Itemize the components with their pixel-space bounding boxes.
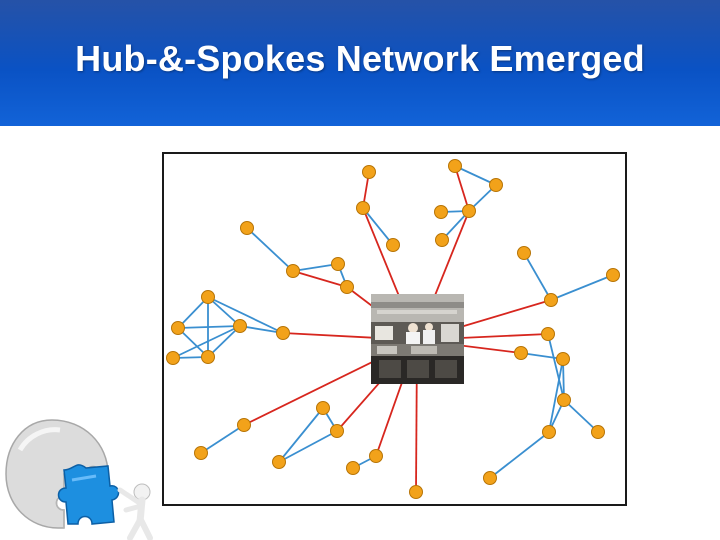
network-node	[434, 205, 448, 219]
title-bar: Hub-&-Spokes Network Emerged	[0, 0, 720, 126]
network-node	[171, 321, 185, 335]
network-node	[462, 204, 476, 218]
network-node	[240, 221, 254, 235]
cluster-edge	[246, 227, 294, 272]
cluster-edge	[563, 399, 599, 433]
hub-spoke-edge	[292, 270, 348, 288]
network-node	[591, 425, 605, 439]
network-node	[340, 280, 354, 294]
network-node	[544, 293, 558, 307]
cluster-edge	[278, 407, 324, 463]
cluster-edge	[177, 325, 241, 329]
hub-spoke-edge	[454, 165, 470, 212]
network-node	[233, 319, 247, 333]
network-node	[369, 449, 383, 463]
cluster-edge	[548, 358, 564, 433]
network-node	[286, 264, 300, 278]
network-node	[346, 461, 360, 475]
network-node	[362, 165, 376, 179]
cluster-edge	[547, 333, 565, 401]
network-node	[483, 471, 497, 485]
network-node	[435, 233, 449, 247]
cluster-edge	[172, 325, 241, 359]
cluster-edge	[362, 207, 394, 246]
hub-kitchen-photo	[371, 294, 464, 384]
network-node	[514, 346, 528, 360]
network-node	[237, 418, 251, 432]
network-node	[201, 350, 215, 364]
cluster-edge	[207, 325, 241, 358]
network-node	[409, 485, 423, 499]
network-node	[276, 326, 290, 340]
cluster-edge	[454, 165, 497, 186]
puzzle-figure-icon	[5, 419, 153, 540]
cluster-edge	[550, 274, 614, 301]
network-node	[541, 327, 555, 341]
network-node	[316, 401, 330, 415]
cluster-edge	[523, 252, 552, 301]
network-node	[542, 425, 556, 439]
network-node	[356, 201, 370, 215]
network-node	[448, 159, 462, 173]
cluster-edge	[239, 325, 284, 334]
network-node	[166, 351, 180, 365]
cluster-edge	[207, 296, 241, 327]
network-node	[489, 178, 503, 192]
cluster-edge	[278, 430, 338, 463]
cluster-edge	[489, 431, 550, 479]
nodes-layer	[166, 159, 620, 499]
network-node	[556, 352, 570, 366]
cluster-edge	[177, 296, 209, 329]
network-node	[517, 246, 531, 260]
network-node	[272, 455, 286, 469]
cluster-edge	[200, 424, 245, 454]
network-node	[331, 257, 345, 271]
cluster-edge	[292, 263, 339, 272]
network-node	[201, 290, 215, 304]
cluster-edge	[207, 296, 284, 334]
network-node	[606, 268, 620, 282]
network-node	[386, 238, 400, 252]
network-node	[557, 393, 571, 407]
cluster-edge	[520, 352, 564, 360]
network-node	[194, 446, 208, 460]
network-node	[330, 424, 344, 438]
